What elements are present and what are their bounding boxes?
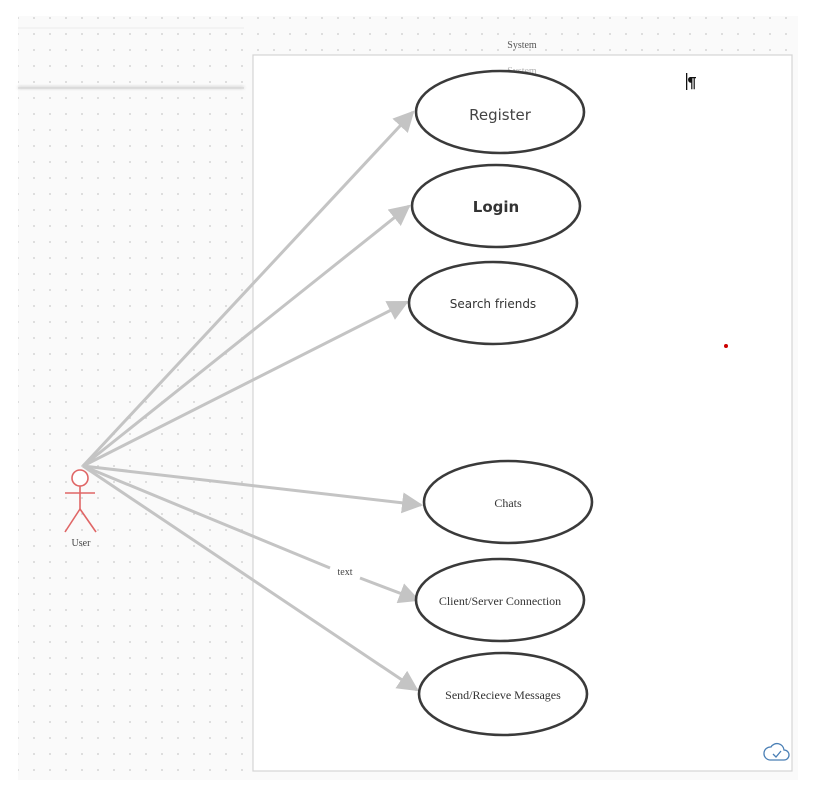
use-case-label: Chats <box>494 496 522 510</box>
use-case-chats[interactable]: Chats <box>422 459 594 545</box>
actor-left-leg <box>64 508 81 533</box>
use-case-register[interactable]: Register <box>414 69 586 155</box>
actor-user[interactable] <box>64 469 97 533</box>
use-case-label: Send/Recieve Messages <box>445 688 561 702</box>
marker-dot <box>724 344 728 348</box>
use-case-label: Register <box>469 106 532 124</box>
use-case-label: Login <box>473 198 519 216</box>
use-case-client-server-connection[interactable]: Client/Server Connection <box>414 557 586 643</box>
actor-right-leg <box>79 508 97 533</box>
arrow-to-login[interactable] <box>82 204 411 468</box>
arrow-to-client-server[interactable] <box>82 464 418 600</box>
use-case-label: Search friends <box>450 297 536 311</box>
system-label: System <box>507 40 537 51</box>
use-case-send-recieve-messages[interactable]: Send/Recieve Messages <box>417 651 589 737</box>
pilcrow-cursor-icon <box>686 73 696 90</box>
use-case-search-friends[interactable]: Search friends <box>407 260 579 346</box>
arrow-to-chats[interactable] <box>82 464 424 514</box>
arrow-to-register[interactable] <box>81 110 415 468</box>
use-case-label: Client/Server Connection <box>439 594 561 608</box>
actor-head <box>71 469 89 487</box>
edge-text-label[interactable]: text <box>338 567 353 578</box>
arrow-to-send-recieve[interactable] <box>82 464 419 692</box>
cloud-check-icon[interactable] <box>763 742 790 761</box>
use-case-login[interactable]: Login <box>410 163 582 249</box>
actor-label: User <box>72 538 92 549</box>
connectors <box>81 110 424 692</box>
arrow-to-search-friends[interactable] <box>82 300 409 468</box>
